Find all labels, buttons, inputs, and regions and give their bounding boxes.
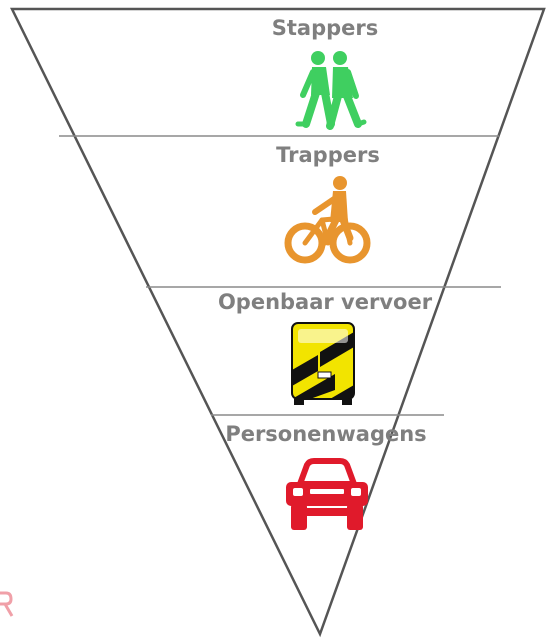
corner-mark (0, 591, 14, 617)
bus-icon (291, 322, 355, 405)
tier-openbaar-vervoer: Openbaar vervoer (218, 290, 433, 405)
pedestrians-icon (295, 51, 367, 130)
tier-trappers: Trappers (276, 143, 380, 264)
tier-label: Openbaar vervoer (218, 290, 433, 314)
cyclist-icon (284, 176, 371, 264)
tier-label: Personenwagens (225, 422, 426, 446)
pyramid-outline (9, 7, 546, 638)
tier-label: Trappers (276, 143, 380, 167)
car-icon (286, 458, 368, 530)
tier-personenwagens: Personenwagens (225, 422, 427, 530)
tier-stappers: Stappers (272, 16, 379, 130)
tier-label: Stappers (272, 16, 379, 40)
